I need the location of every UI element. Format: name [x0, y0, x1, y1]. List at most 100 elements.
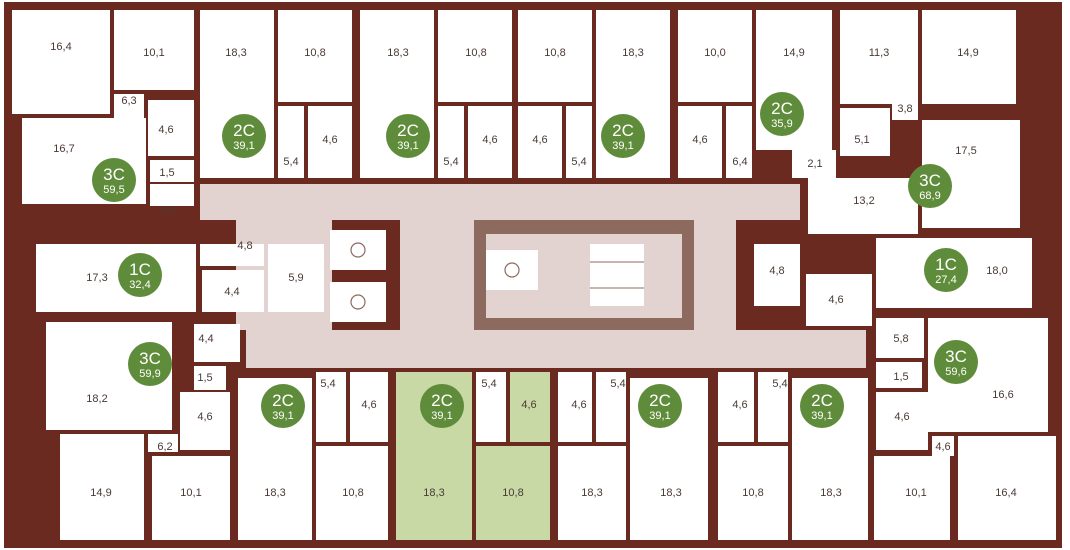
elevator-shaft-left-top: [330, 230, 386, 270]
room-area: 5,8: [893, 333, 908, 345]
apartment[interactable]: 5,4 4,6 18,3 10,8 2С 39,1: [238, 372, 388, 540]
apartment[interactable]: 5,8 1,5 16,6 4,6 4,6 10,1 16,4 3С 59,6: [874, 318, 1056, 540]
apartment-area: 27,4: [935, 274, 956, 286]
apartment-area: 39,1: [272, 410, 293, 422]
apartment-type: 1С: [935, 255, 957, 274]
room: [510, 372, 550, 442]
apartment-highlighted[interactable]: 5,4 4,6 18,3 10,8 2С 39,1: [396, 372, 550, 540]
room-area: 4,8: [237, 240, 252, 252]
apartment-type: 2С: [649, 391, 671, 410]
room-area: 5,1: [854, 134, 869, 146]
apartment-badge: 3С 59,6: [934, 340, 978, 384]
apartment-type: 2С: [233, 121, 255, 140]
room-area: 5,4: [481, 378, 496, 390]
room-area: 10,8: [742, 487, 763, 499]
room: [36, 244, 196, 312]
apartment[interactable]: 4,4 1,5 18,2 4,6 6,2 14,9 10,1 3С 59,9: [46, 322, 240, 540]
apartment[interactable]: 16,4 10,1 6,3 4,6 16,7 1,5 3,9 3С 59,5: [12, 10, 194, 217]
room: [808, 178, 918, 234]
apartment[interactable]: 11,3 14,9 3,8 5,1 2,1 17,5 13,2 3С 68,9: [792, 10, 1020, 234]
room-area: 6,3: [121, 95, 136, 107]
room-area: 1,5: [159, 167, 174, 179]
apartment-area: 39,1: [397, 140, 418, 152]
apartment-type: 1С: [129, 260, 151, 279]
room-area: 16,4: [50, 41, 71, 53]
room: [806, 274, 872, 326]
room: [438, 10, 512, 102]
room: [468, 106, 512, 178]
apartment-area: 39,1: [233, 140, 254, 152]
apartment[interactable]: 10,8 18,3 4,6 5,4 2С 39,1: [518, 10, 670, 178]
room-area: 14,9: [783, 47, 804, 59]
apartment-badge: 2С 39,1: [800, 384, 844, 428]
apartment-badge: 1С 32,4: [118, 253, 162, 297]
room-area: 18,3: [660, 487, 681, 499]
room: [180, 392, 230, 450]
room: [316, 372, 346, 442]
apartment[interactable]: 5,4 4,6 18,3 18,3 2С 39,1: [558, 372, 708, 540]
room-area: 3,9: [159, 205, 174, 217]
apartment-badge: 2С 39,1: [601, 114, 645, 158]
room-area: 5,4: [571, 156, 586, 168]
lower-corridor: [246, 330, 866, 368]
apartment[interactable]: 17,3 4,8 4,4 5,9 1С 32,4: [36, 240, 324, 312]
room-area: 17,3: [86, 272, 107, 284]
elevator-shaft-main: [486, 250, 538, 290]
room: [114, 10, 194, 90]
apartment-type: 2С: [612, 121, 634, 140]
room-area: 18,3: [387, 47, 408, 59]
room-area: 5,9: [288, 272, 303, 284]
room: [840, 108, 890, 156]
apartment-area: 59,9: [139, 368, 160, 380]
apartment-badge: 2С 39,1: [638, 384, 682, 428]
apartment[interactable]: 4,8 18,0 4,6 1С 27,4: [754, 238, 1032, 326]
room: [678, 10, 752, 102]
apartment-type: 2С: [397, 121, 419, 140]
apartment-type: 2С: [811, 391, 833, 410]
room-area: 4,6: [732, 399, 747, 411]
room-area: 5,4: [283, 156, 298, 168]
room: [200, 244, 264, 266]
room: [316, 446, 388, 540]
room: [566, 106, 592, 178]
room-area: 18,3: [423, 487, 444, 499]
room-area: 4,8: [769, 265, 784, 277]
apartment[interactable]: 18,3 10,8 5,4 4,6 2С 39,1: [200, 10, 352, 178]
room: [754, 244, 800, 306]
room-area: 4,6: [935, 441, 950, 453]
room-area: 10,1: [143, 47, 164, 59]
room-area: 4,4: [198, 333, 213, 345]
apartment-badge: 3С 59,9: [128, 342, 172, 386]
room: [958, 436, 1056, 540]
room-area: 4,6: [322, 134, 337, 146]
apartment[interactable]: 10,0 14,9 4,6 6,4 2С 35,9: [678, 10, 832, 178]
apartment[interactable]: 5,4 4,6 10,8 18,3 2С 39,1: [718, 372, 868, 540]
apartment-badge: 2С 39,1: [386, 114, 430, 158]
room-area: 18,3: [581, 487, 602, 499]
apartment-badge: 3С 59,5: [92, 158, 136, 202]
apartment-area: 39,1: [431, 410, 452, 422]
apartment[interactable]: 18,3 10,8 5,4 4,6 2С 39,1: [360, 10, 512, 178]
apartment-area: 68,9: [919, 190, 940, 202]
room: [518, 10, 592, 102]
room-area: 4,6: [482, 134, 497, 146]
room: [932, 436, 954, 456]
apartment-badge: 2С 39,1: [222, 114, 266, 158]
room-area: 5,4: [772, 378, 787, 390]
room-area: 14,9: [90, 487, 111, 499]
room-area: 10,8: [544, 47, 565, 59]
room-area: 10,8: [502, 487, 523, 499]
room-area: 13,2: [853, 195, 874, 207]
room: [278, 106, 304, 178]
apartment-area: 39,1: [811, 410, 832, 422]
room-area: 16,6: [992, 389, 1013, 401]
room: [558, 446, 626, 540]
room-area: 4,6: [197, 411, 212, 423]
room: [758, 372, 788, 442]
room-area: 18,2: [86, 393, 107, 405]
upper-corridor: [200, 184, 800, 220]
room-area: 4,6: [571, 399, 586, 411]
room-area: 10,1: [180, 487, 201, 499]
room: [892, 94, 918, 120]
room: [278, 10, 352, 102]
